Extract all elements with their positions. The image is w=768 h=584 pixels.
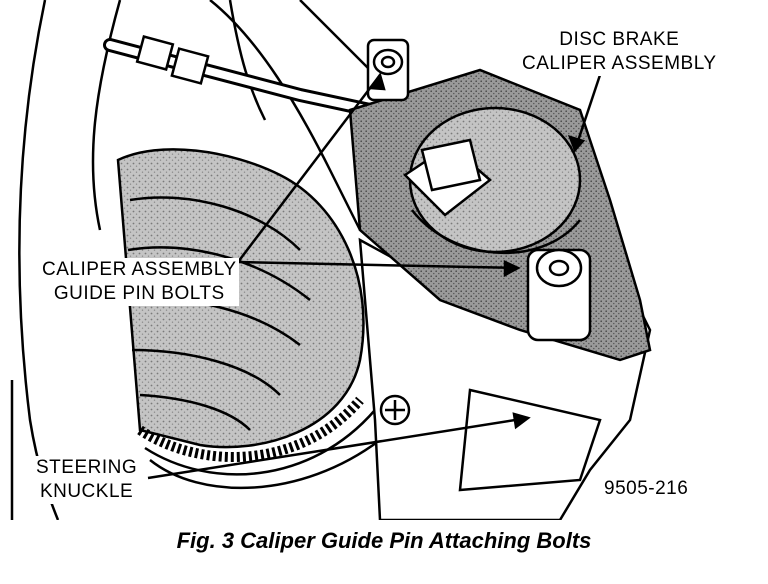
cv-boot [116, 148, 365, 449]
figure-caption: Fig. 3 Caliper Guide Pin Attaching Bolts [176, 528, 592, 553]
label-disc-brake-caliper: DISC BRAKE CALIPER ASSEMBLY [520, 28, 719, 76]
label-steering-knuckle: STEERING KNUCKLE [34, 456, 140, 504]
figure-code: 9505-216 [602, 478, 691, 499]
upper-bolt [366, 38, 410, 102]
leader-lines [147, 72, 602, 480]
lower-bolt [526, 248, 592, 342]
brake-caliper-illustration [10, 0, 652, 520]
banjo-bolt [403, 138, 492, 217]
label-guide-pin-bolts: CALIPER ASSEMBLY GUIDE PIN BOLTS [40, 258, 239, 306]
